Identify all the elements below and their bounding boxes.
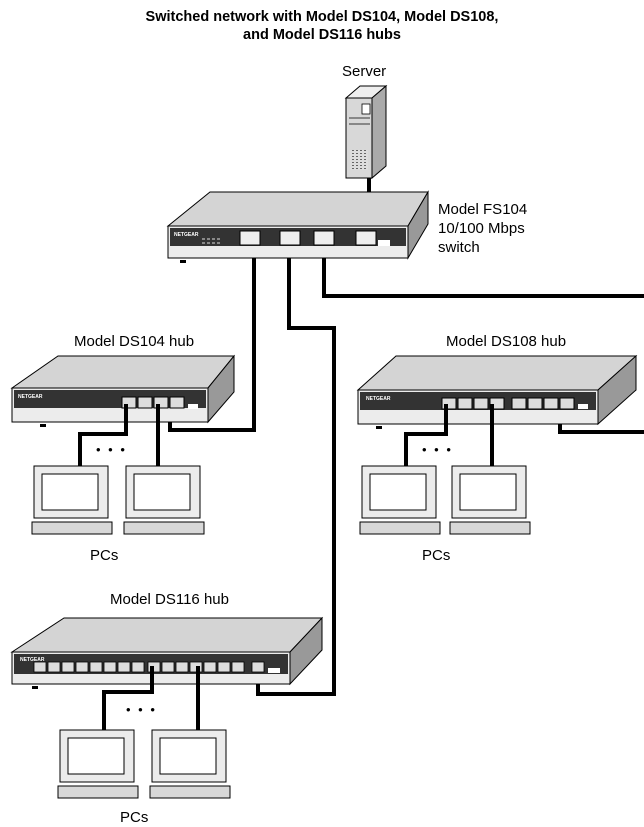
switch-fs104-icon bbox=[166, 190, 429, 263]
pc-icon bbox=[123, 465, 205, 535]
pc-icon bbox=[31, 465, 113, 535]
hub-ds116-icon bbox=[10, 616, 324, 689]
title-line-2: and Model DS116 hubs bbox=[243, 27, 401, 43]
hub-ds104-brand: NETGEAR bbox=[18, 394, 43, 400]
pc-group-2-ellipsis: • • • bbox=[422, 442, 453, 457]
switch-label-line-2: 10/100 Mbps bbox=[438, 220, 525, 237]
pc-icons bbox=[31, 465, 531, 799]
hub-ds108-label: Model DS108 hub bbox=[446, 333, 567, 350]
hub-ds104-icon bbox=[10, 354, 236, 427]
hub-ds104-label: Model DS104 hub bbox=[74, 333, 195, 350]
cable-ds108-pc1 bbox=[404, 404, 448, 468]
cable-ds116-pc1 bbox=[102, 666, 154, 732]
hub-ds108-brand: NETGEAR bbox=[366, 396, 391, 402]
switch-label: Model FS104 10/100 Mbps switch bbox=[438, 200, 527, 257]
pc-group-1-ellipsis: • • • bbox=[96, 442, 127, 457]
pc-icon bbox=[149, 729, 231, 799]
cable-ds104-pc1 bbox=[78, 404, 128, 468]
server-icon bbox=[344, 84, 388, 180]
pc-group-3-label: PCs bbox=[120, 809, 149, 826]
switch-label-line-1: Model FS104 bbox=[438, 201, 528, 218]
pc-group-2-label: PCs bbox=[422, 547, 451, 564]
pc-icon bbox=[359, 465, 441, 535]
pc-icon bbox=[57, 729, 139, 799]
diagram-title: Switched network with Model DS104, Model… bbox=[0, 8, 644, 44]
hub-ds116-label: Model DS116 hub bbox=[110, 591, 229, 608]
title-line-1: Switched network with Model DS104, Model… bbox=[145, 9, 499, 25]
pc-group-3-ellipsis: • • • bbox=[126, 702, 157, 717]
switch-brand: NETGEAR bbox=[174, 232, 199, 238]
hub-ds108-icon bbox=[356, 354, 638, 429]
cable-switch-ds116 bbox=[256, 244, 336, 696]
hub-ds116-brand: NETGEAR bbox=[20, 657, 45, 663]
pc-icon bbox=[449, 465, 531, 535]
server-label: Server bbox=[342, 63, 387, 80]
cable-switch-ds108 bbox=[322, 244, 644, 298]
switch-label-line-3: switch bbox=[438, 239, 480, 256]
pc-group-1-label: PCs bbox=[90, 547, 119, 564]
